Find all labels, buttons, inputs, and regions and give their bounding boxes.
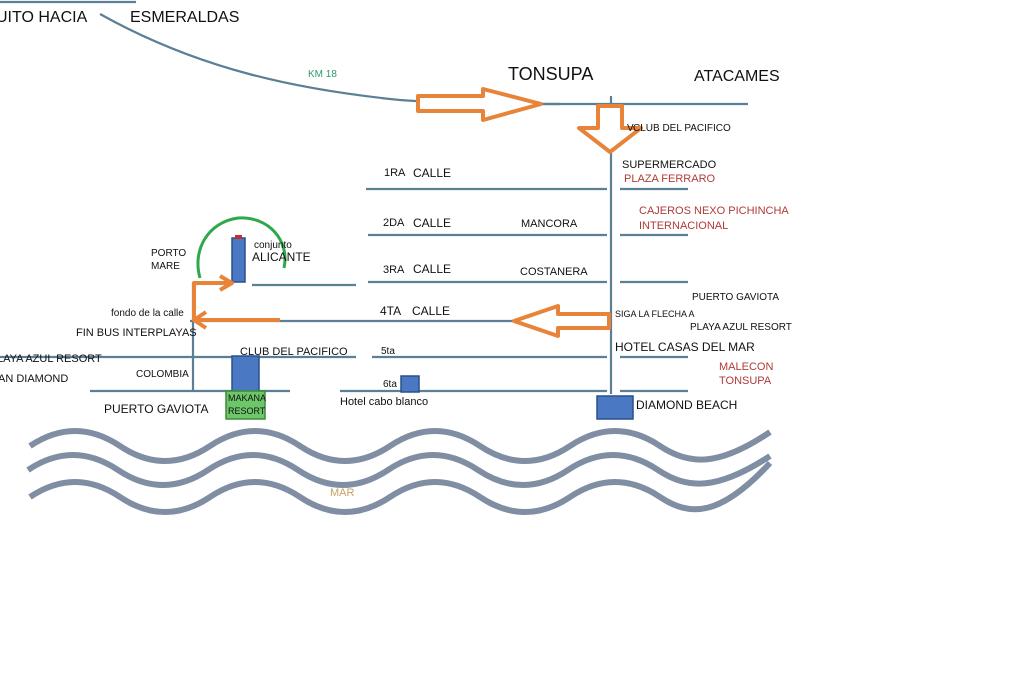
direction-arrows bbox=[192, 87, 643, 338]
puerto-gaviota-left-label: PUERTO GAVIOTA bbox=[104, 402, 208, 416]
supermercado-label: SUPERMERCADO bbox=[622, 159, 717, 171]
club-pacifico-top-label: CLUB DEL PACIFICO bbox=[633, 123, 731, 134]
porto-label: PORTO bbox=[151, 248, 186, 259]
wave-3 bbox=[28, 460, 773, 515]
arrow-right-highway-icon bbox=[416, 87, 543, 122]
calle6-label: 6ta bbox=[383, 379, 397, 390]
buildings bbox=[225, 235, 634, 420]
diamond-beach-building bbox=[596, 395, 634, 420]
cajeros-label: CAJEROS NEXO PICHINCHA bbox=[639, 205, 789, 217]
arrow-down-main-icon bbox=[577, 104, 643, 154]
calle2-number: 2DA bbox=[383, 217, 405, 229]
malecon-tonsupa-label: TONSUPA bbox=[719, 375, 772, 387]
fin-bus-label: FIN BUS INTERPLAYAS bbox=[76, 327, 197, 339]
internacional-label: INTERNACIONAL bbox=[639, 220, 728, 232]
labels: UITO HACIA ESMERALDAS KM 18 TONSUPA ATAC… bbox=[0, 9, 792, 499]
siga-flecha-label: SIGA LA FLECHA A bbox=[615, 309, 695, 319]
alicante-building bbox=[231, 237, 246, 283]
mancora-label: MANCORA bbox=[521, 218, 578, 230]
fondo-calle-label: fondo de la calle bbox=[111, 308, 184, 319]
esmeraldas-label: ESMERALDAS bbox=[130, 9, 239, 26]
colombia-label: COLOMBIA bbox=[136, 369, 189, 380]
calle4-number: 4TA bbox=[380, 304, 401, 318]
conjunto-label: conjunto bbox=[254, 240, 292, 251]
atacames-label: ATACAMES bbox=[694, 68, 780, 85]
alicante-label: ALICANTE bbox=[252, 250, 311, 264]
mar-label: MAR bbox=[330, 487, 355, 499]
hotel-cabo-blanco-building bbox=[400, 375, 420, 393]
calle5-label: 5ta bbox=[381, 346, 395, 357]
malecon-label: MALECON bbox=[719, 361, 773, 373]
wave-2 bbox=[26, 452, 772, 488]
wave-1 bbox=[28, 428, 772, 464]
makana-resort-block bbox=[225, 390, 266, 420]
resort-label: RESORT bbox=[228, 406, 266, 416]
calle2-name: CALLE bbox=[413, 216, 451, 230]
arrow-left-4ta-icon bbox=[512, 304, 611, 338]
makana-label: MAKANA bbox=[228, 393, 266, 403]
alicante-building-top bbox=[235, 235, 242, 239]
calle1-number: 1RA bbox=[384, 167, 406, 179]
playa-azul-left-label: LAYA AZUL RESORT bbox=[0, 353, 102, 365]
hotel-cabo-blanco-label: Hotel cabo blanco bbox=[340, 396, 428, 408]
playa-azul-right-label: PLAYA AZUL RESORT bbox=[690, 322, 792, 333]
plaza-ferraro-label: PLAZA FERRARO bbox=[624, 173, 716, 185]
tonsupa-label: TONSUPA bbox=[508, 64, 593, 84]
quito-label: UITO HACIA bbox=[0, 9, 88, 26]
calle1-name: CALLE bbox=[413, 166, 451, 180]
alicante-circle-icon bbox=[196, 216, 287, 279]
hotel-casas-label: HOTEL CASAS DEL MAR bbox=[615, 340, 755, 354]
club-pacifico-mid-label: CLUB DEL PACIFICO bbox=[240, 346, 348, 358]
puerto-gaviota-right-label: PUERTO GAVIOTA bbox=[692, 292, 779, 303]
v-mark: V bbox=[627, 123, 634, 134]
arrow-left-fondo-icon bbox=[192, 274, 280, 330]
mare-label: MARE bbox=[151, 261, 180, 272]
km18-label: KM 18 bbox=[308, 69, 337, 80]
diamond-left-label: AN DIAMOND bbox=[0, 373, 68, 385]
calle3-name: CALLE bbox=[413, 262, 451, 276]
diamond-beach-label: DIAMOND BEACH bbox=[636, 398, 737, 412]
calle4-name: CALLE bbox=[412, 304, 450, 318]
calle3-number: 3RA bbox=[383, 264, 405, 276]
costanera-label: COSTANERA bbox=[520, 266, 588, 278]
club-pacifico-building bbox=[231, 355, 260, 393]
sea-waves bbox=[26, 428, 773, 515]
